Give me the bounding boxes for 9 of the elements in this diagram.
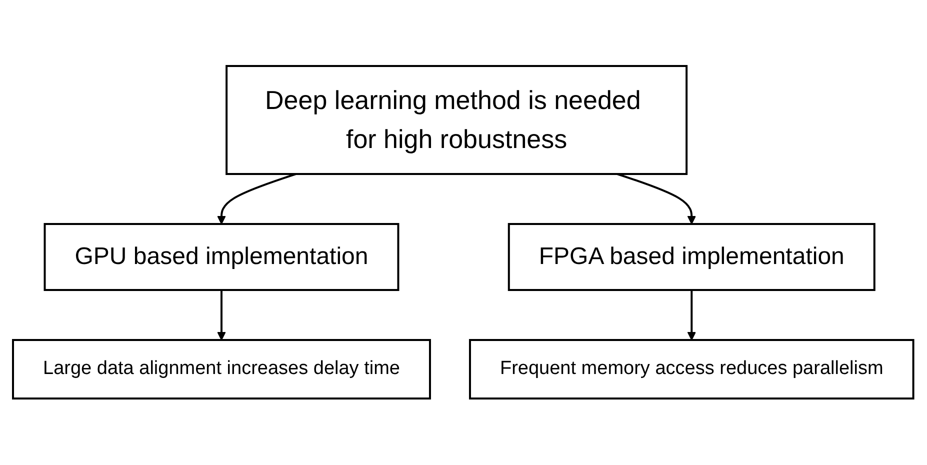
node-box: FPGA based implementation <box>508 223 876 292</box>
arrow <box>688 290 696 341</box>
node-box: Deep learning method is needed for high robustness <box>226 65 688 176</box>
arrow <box>217 290 226 341</box>
node-box: Frequent memory access reduces parallelism <box>469 339 915 400</box>
node-box: Large data alignment increases delay time <box>12 339 432 400</box>
node-box: GPU based implementation <box>44 223 400 292</box>
arrow <box>217 173 297 225</box>
arrow <box>617 173 696 225</box>
